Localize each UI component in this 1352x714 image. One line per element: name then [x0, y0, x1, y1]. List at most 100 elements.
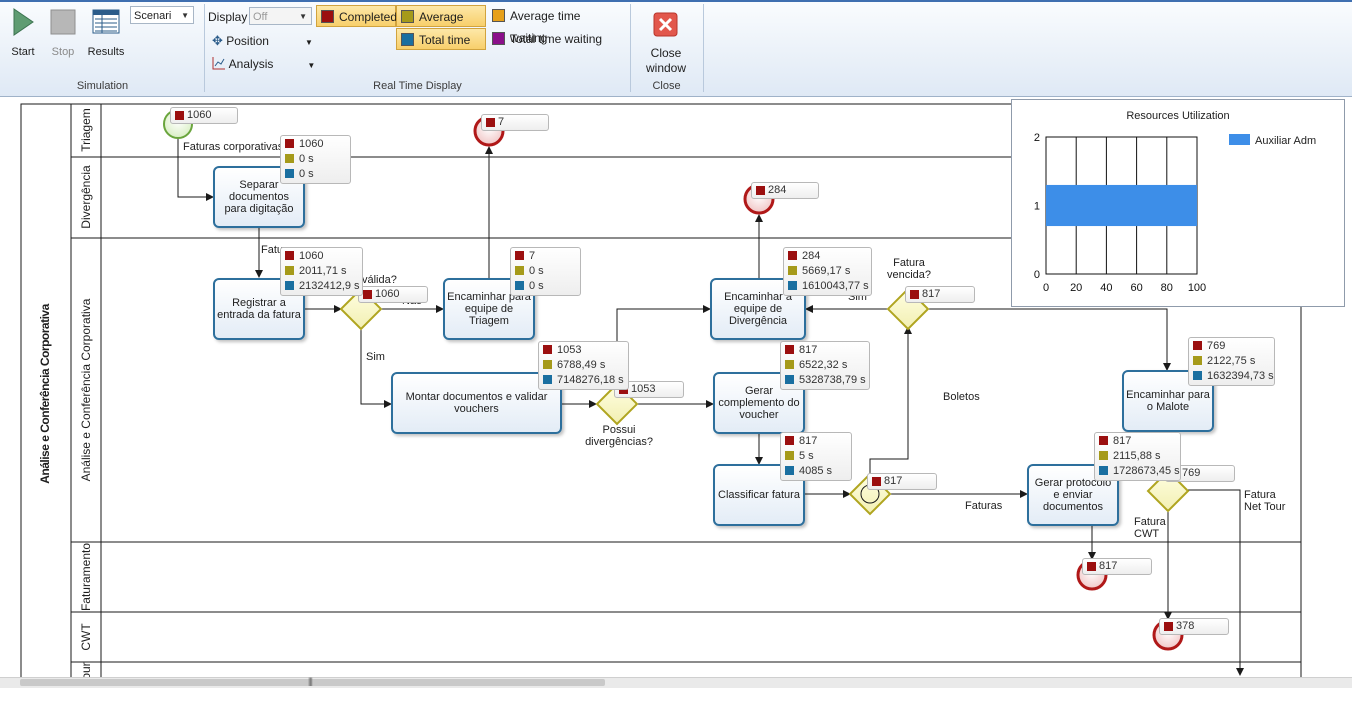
- stats-box-encaminhar-triagem: 7 0 s 0 s: [510, 247, 581, 296]
- stats-box-gerar-protocolo: 817 2115,88 s 1728673,45 s: [1094, 432, 1181, 481]
- group-divider: [204, 4, 205, 92]
- stats-box-encaminhar-malote: 769 2122,75 s 1632394,73 s: [1188, 337, 1275, 386]
- completed-marker: [785, 436, 794, 445]
- analysis-dropdown[interactable]: Analysis▼: [212, 56, 315, 71]
- scenario-select[interactable]: Scenari▼: [130, 6, 194, 24]
- total-time-marker: [785, 375, 794, 384]
- stats-box-separar: 1060 0 s 0 s: [280, 135, 351, 184]
- average-time-marker: [285, 154, 294, 163]
- average-time-toggle[interactable]: Average time: [396, 5, 486, 46]
- chevron-down-icon: ▼: [181, 11, 189, 20]
- gateway-label-fatura-vencida: Fatura vencida?: [886, 257, 932, 281]
- lane-label-tour: Tour: [79, 662, 93, 686]
- close-window-button[interactable]: Close window: [638, 10, 694, 76]
- total-time-marker: [788, 281, 797, 290]
- gateway-label-valida: válida?: [362, 274, 397, 286]
- horizontal-scrollbar[interactable]: |||: [0, 676, 1352, 688]
- scrollbar-thumb[interactable]: [20, 679, 605, 686]
- position-dropdown[interactable]: ✥ Position▼: [212, 33, 313, 48]
- completed-marker: [1164, 622, 1173, 631]
- average-time-marker: [1099, 451, 1108, 460]
- x-tick-label: 80: [1161, 282, 1173, 294]
- stats-box-gerar-complemento: 817 6522,32 s 5328738,79 s: [780, 341, 870, 390]
- average-time-marker: [543, 360, 552, 369]
- average-time-marker: [515, 266, 524, 275]
- y-tick-label: 1: [1034, 201, 1040, 213]
- total-time-marker: [285, 281, 294, 290]
- move-arrows-icon: ✥: [212, 33, 223, 48]
- total-time-waiting-color-swatch: [492, 32, 505, 45]
- completed-marker: [1193, 341, 1202, 350]
- flow-label-faturas: Faturas: [965, 500, 1003, 512]
- completed-marker: [910, 290, 919, 299]
- results-button[interactable]: Results: [84, 6, 128, 62]
- utilization-bar: [1046, 184, 1197, 227]
- task-montar-documentos[interactable]: Montar documentos e validar vouchers: [391, 372, 562, 434]
- total-time-marker: [285, 169, 294, 178]
- chevron-down-icon: ▼: [304, 38, 313, 47]
- count-badge: 817: [905, 286, 975, 303]
- flow-label-faturas-corporativas: Faturas corporativas: [183, 141, 284, 153]
- lane-label-analise: Análise e Conferência Corporativa: [79, 298, 93, 482]
- x-tick-label: 20: [1070, 282, 1082, 294]
- flow-label-fatura-cwt: Fatura CWT: [1134, 516, 1166, 540]
- diagram-lines: [20, 103, 1302, 677]
- total-time-marker: [1193, 371, 1202, 380]
- simulation-group-label: Simulation: [76, 80, 129, 92]
- count-badge: 817: [1082, 558, 1152, 575]
- stats-box-classificar: 817 5 s 4085 s: [780, 432, 852, 481]
- average-time-waiting-color-swatch: [492, 9, 505, 22]
- stats-box-encaminhar-divergencia: 284 5669,17 s 1610043,77 s: [783, 247, 872, 296]
- chevron-down-icon: ▼: [299, 12, 307, 21]
- x-tick-label: 60: [1130, 282, 1142, 294]
- chart-title: Resources Utilization: [1126, 110, 1229, 122]
- results-table-icon: [92, 9, 120, 34]
- stop-button[interactable]: Stop: [44, 6, 82, 62]
- gateway-label-possui-divergencias: Possui divergências?: [585, 424, 653, 448]
- completed-marker: [363, 290, 372, 299]
- completed-color-swatch: [321, 10, 334, 23]
- completed-marker: [515, 251, 524, 260]
- completed-marker: [175, 111, 184, 120]
- stats-box-montar: 1053 6788,49 s 7148276,18 s: [538, 341, 629, 390]
- total-time-toggle[interactable]: Total time: [396, 28, 486, 50]
- pool-title: Análise e Conferência Corporativa: [38, 304, 52, 484]
- count-badge: 378: [1159, 618, 1229, 635]
- ribbon-toolbar: Start Stop Results Scenari▼ Simulation D…: [0, 0, 1352, 97]
- flow-label-sim: Sim: [366, 351, 385, 363]
- flow-label-fatura-net-tour: Fatura Net Tour: [1244, 489, 1286, 513]
- average-time-marker: [785, 451, 794, 460]
- stop-icon: [50, 9, 76, 35]
- count-badge: 817: [867, 473, 937, 490]
- display-select[interactable]: Off▼: [249, 7, 312, 25]
- total-time-marker: [515, 281, 524, 290]
- completed-marker: [1087, 562, 1096, 571]
- count-badge: 769: [1165, 465, 1235, 482]
- total-time-marker: [785, 466, 794, 475]
- completed-marker: [486, 118, 495, 127]
- average-time-waiting-toggle[interactable]: Average time waiting: [488, 5, 618, 45]
- completed-marker: [1099, 436, 1108, 445]
- task-encaminhar-divergencia[interactable]: Encaminhar a equipe de Divergência: [710, 278, 806, 340]
- group-divider: [703, 4, 704, 92]
- realtime-group-label: Real Time Display: [373, 80, 462, 92]
- completed-marker: [756, 186, 765, 195]
- count-badge: 284: [751, 182, 819, 199]
- start-button[interactable]: Start: [4, 6, 42, 62]
- count-badge: 1060: [170, 107, 238, 124]
- stats-box-registrar: 1060 2011,71 s 2132412,9 s: [280, 247, 363, 296]
- completed-toggle[interactable]: Completed: [316, 5, 397, 27]
- lane-label-divergencia: Divergência: [79, 165, 93, 229]
- y-tick-label: 0: [1034, 269, 1040, 281]
- group-divider: [630, 4, 631, 92]
- average-time-marker: [1193, 356, 1202, 365]
- completed-marker: [285, 251, 294, 260]
- total-time-waiting-toggle[interactable]: Total time waiting: [488, 28, 608, 50]
- scrollbar-grip-icon: |||: [308, 676, 313, 686]
- ribbon-top-border: [0, 0, 1352, 2]
- completed-marker: [872, 477, 881, 486]
- completed-marker: [285, 139, 294, 148]
